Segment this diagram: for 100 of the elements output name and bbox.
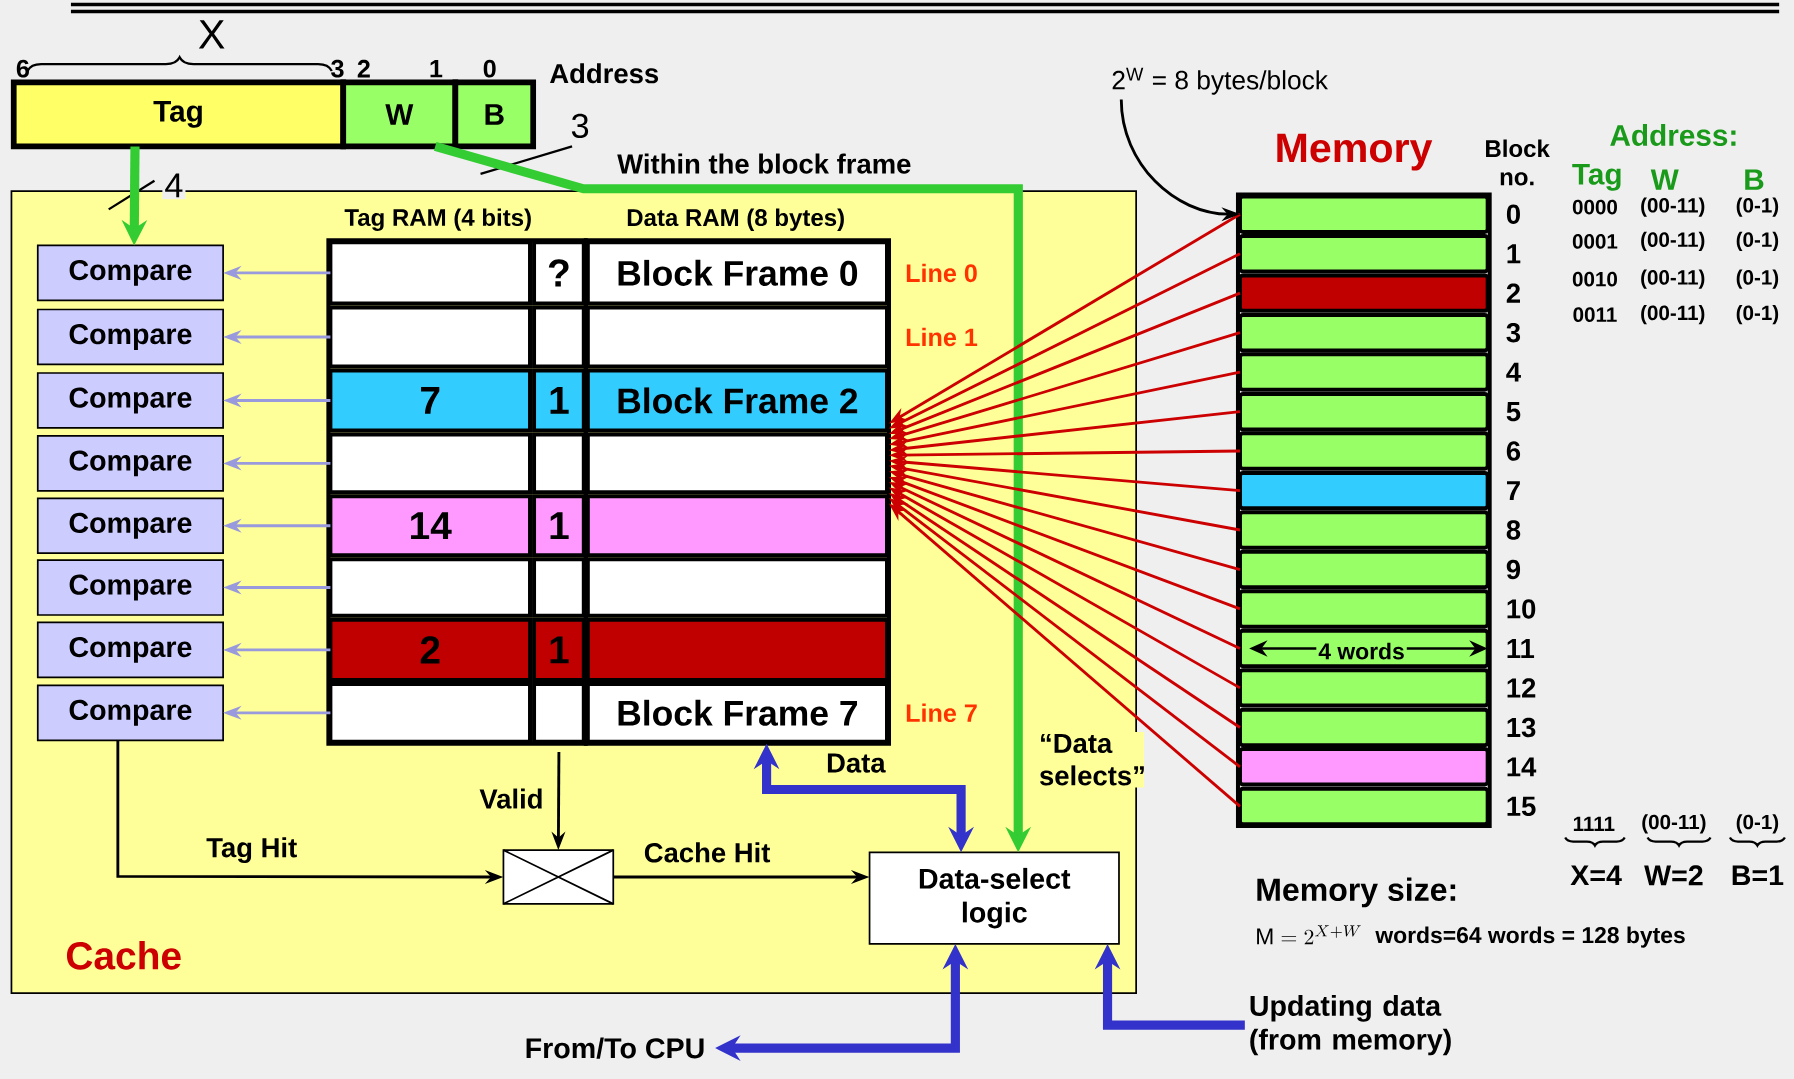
table-cell: ? <box>532 240 586 306</box>
node-label: Data RAM (8 bytes) <box>627 208 844 231</box>
address-value: (0-1) <box>1736 305 1779 325</box>
compare-box: Compare <box>36 244 224 302</box>
block-number: 1 <box>1507 244 1521 264</box>
address-value: 0000 <box>1572 199 1617 215</box>
memory-block <box>1237 431 1490 471</box>
bit-number: 0 <box>483 59 496 78</box>
memory-block <box>1237 549 1490 590</box>
dimension-label: 4 words <box>1316 640 1407 662</box>
memory-block <box>1237 747 1490 787</box>
compare-box: Compare <box>36 684 224 742</box>
field-width: W=2 <box>1644 865 1703 886</box>
compare-box: Compare <box>36 559 224 616</box>
block-number: 15 <box>1507 796 1536 817</box>
node-label: Memory <box>1277 133 1433 171</box>
block-number: 2 <box>1506 283 1520 303</box>
size-text: words=64 words = 128 bytes <box>1375 926 1685 948</box>
memory-block <box>1237 589 1490 629</box>
block-number: 11 <box>1507 639 1535 658</box>
table-cell <box>532 681 586 744</box>
cpu-label: From/To CPU <box>526 1037 704 1059</box>
table-heading: Address: <box>1610 124 1736 146</box>
address-value: 0011 <box>1573 307 1617 322</box>
edge-label: Cache Hit <box>641 840 773 865</box>
edge-label: Tag Hit <box>204 835 300 865</box>
memory-block <box>1237 707 1490 748</box>
address-value: (0-1) <box>1736 269 1779 289</box>
table-cell <box>532 557 586 618</box>
block-number: 8 <box>1506 520 1521 540</box>
brace-label: X <box>198 20 225 49</box>
compare-box: Compare <box>36 435 224 492</box>
memory-block <box>1237 313 1490 353</box>
address-value: (00-11) <box>1641 231 1705 252</box>
field-width: B=1 <box>1732 865 1784 886</box>
address-value: (00-11) <box>1642 814 1706 834</box>
address-value: (0-1) <box>1736 197 1779 217</box>
memory-block <box>1237 194 1490 234</box>
node-label: Tag RAM (4 bits) <box>344 208 531 231</box>
line-label: Line 7 <box>906 703 977 723</box>
address-value: (00-11) <box>1641 197 1705 217</box>
edge-label: Valid <box>477 786 546 811</box>
edge-label: Data <box>824 751 888 775</box>
table-cell: 1 <box>532 368 586 433</box>
compare-box: Compare <box>36 372 224 429</box>
block-number: 14 <box>1507 757 1537 777</box>
block-number: 6 <box>1506 441 1521 461</box>
bus-label: “Data selects” <box>1037 731 1144 788</box>
column-heading: B <box>1745 169 1764 190</box>
memory-block <box>1237 668 1490 708</box>
word-field: W <box>340 79 459 150</box>
block-number: 9 <box>1506 559 1521 580</box>
edge-label: 4 <box>162 171 186 200</box>
gate-box <box>502 849 615 905</box>
bit-number: 2 <box>357 59 370 78</box>
address-value: 0010 <box>1572 271 1617 287</box>
bit-number: 3 <box>331 59 344 78</box>
block-number: 4 <box>1506 362 1521 382</box>
memory-block <box>1237 391 1490 432</box>
block-number: 12 <box>1507 678 1536 698</box>
address-value: (00-11) <box>1641 305 1705 325</box>
compare-box: Compare <box>36 497 224 555</box>
section-heading: Memory size: <box>1257 877 1456 908</box>
block-number: 5 <box>1506 402 1521 422</box>
block-number: 10 <box>1507 599 1536 619</box>
memory-block <box>1237 786 1490 827</box>
memory-block <box>1237 273 1490 313</box>
block-number: 7 <box>1507 481 1520 501</box>
bit-number: 1 <box>430 60 443 78</box>
table-cell <box>532 432 586 495</box>
address-value: (00-11) <box>1641 269 1705 289</box>
address-value: 1111 <box>1573 816 1615 831</box>
field-width: X=4 <box>1570 865 1622 886</box>
address-label: Address <box>550 63 659 84</box>
memory-block <box>1237 510 1490 550</box>
update-label: Updating data (from memory) <box>1250 995 1451 1056</box>
memory-block <box>1237 234 1490 274</box>
logic-box: Data-select logic <box>868 851 1120 945</box>
compare-box: Compare <box>36 308 224 366</box>
column-heading: W <box>1650 169 1679 190</box>
memory-block <box>1237 470 1490 511</box>
column-heading: Block no. <box>1486 139 1550 186</box>
block-number: 3 <box>1506 323 1521 343</box>
tag-field: Tag <box>10 79 347 150</box>
bus-label: Within the block frame <box>617 153 911 174</box>
table-cell: 1 <box>532 617 586 682</box>
memory-block <box>1237 352 1490 392</box>
address-value: (0-1) <box>1736 231 1779 252</box>
byte-field: B <box>452 79 537 150</box>
block-size-note: 2$^{W}$ = 8 bytes/block <box>1112 67 1328 95</box>
line-label: Line 1 <box>906 327 978 347</box>
compare-box: Compare <box>36 621 224 679</box>
address-value: (0-1) <box>1736 814 1779 834</box>
formula: $\mathrm{M}=2^{X + W}$ <box>1257 925 1361 945</box>
table-cell <box>532 305 586 369</box>
column-heading: Tag <box>1572 164 1621 191</box>
line-label: Line 0 <box>906 263 977 283</box>
address-value: 0001 <box>1572 234 1618 249</box>
block-number: 13 <box>1507 717 1536 738</box>
block-number: 0 <box>1506 204 1520 224</box>
